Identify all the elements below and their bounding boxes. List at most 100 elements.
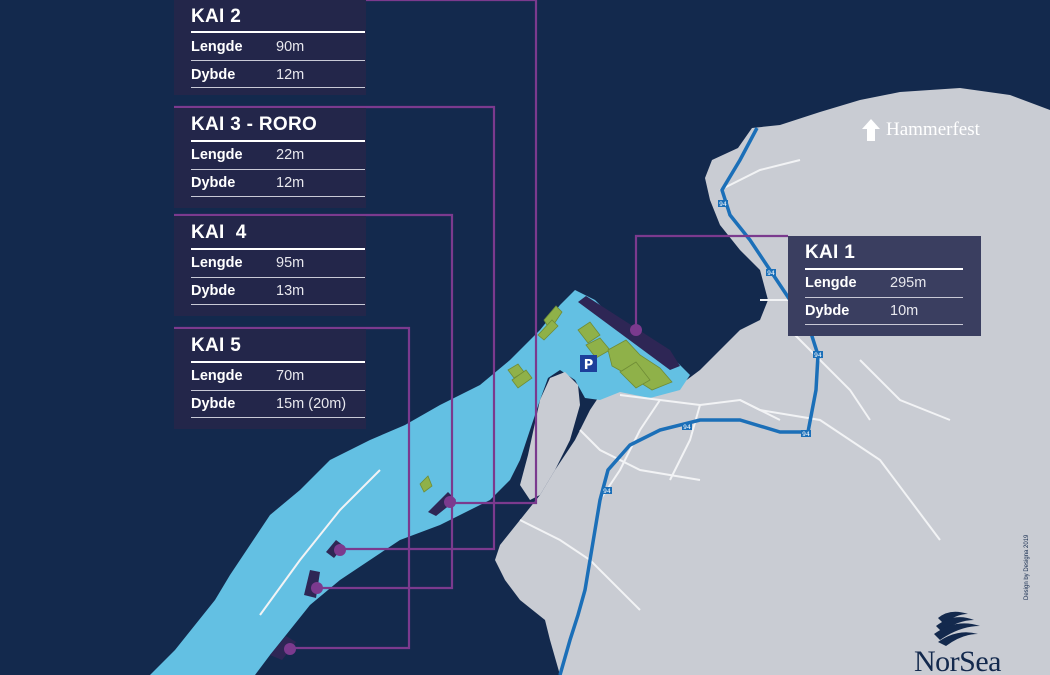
panel-divider <box>191 248 365 250</box>
berth-title: KAI 3 - RORO <box>191 114 318 135</box>
row-key: Lengde <box>191 368 243 384</box>
row-key: Lengde <box>191 255 243 271</box>
berth-row-depth: Dybde 12m <box>191 169 304 197</box>
berth-row-length: Lengde 95m <box>191 249 304 277</box>
harbour-water <box>150 290 690 675</box>
row-divider <box>805 324 963 325</box>
row-value: 90m <box>276 39 305 55</box>
row-key: Lengde <box>191 39 243 55</box>
berth-title: KAI 1 <box>805 242 856 263</box>
quay-kai1 <box>578 296 680 370</box>
berth-title: KAI 4 <box>191 222 247 243</box>
row-divider <box>191 304 365 305</box>
berth-panel-kai2: KAI 2 Lengde 90m Dybde 12m <box>174 0 366 95</box>
brand-name: NorSea <box>914 645 1001 675</box>
buildings <box>419 305 673 493</box>
berth-row-depth: Dybde 15m (20m) <box>191 390 346 418</box>
leader-line-kai1 <box>634 234 788 330</box>
quay-kai5 <box>270 636 296 660</box>
road-shield: 94 <box>813 351 823 359</box>
leader-dot-kai2 <box>444 496 456 508</box>
building <box>577 321 601 344</box>
berth-row-length: Lengde 295m <box>805 269 926 297</box>
row-key: Dybde <box>191 67 236 83</box>
building <box>607 339 673 391</box>
design-credit: Design by Designa 2019 <box>1024 534 1030 600</box>
berth-panel-kai5: KAI 5 Lengde 70m Dybde 15m (20m) <box>174 329 366 429</box>
berth-panel-kai3: KAI 3 - RORO Lengde 22m Dybde 12m <box>174 108 366 208</box>
berth-row-depth: Dybde 12m <box>191 61 304 89</box>
row-divider <box>191 87 365 88</box>
row-divider <box>191 60 365 61</box>
berth-panel-kai1: KAI 1 Lengde 295m Dybde 10m <box>788 236 981 336</box>
berth-title: KAI 5 <box>191 335 242 356</box>
leader-line-kai5 <box>174 326 411 650</box>
leader-dot-kai5 <box>284 643 296 655</box>
berth-title: KAI 2 <box>191 6 242 27</box>
road-shield-label: 94 <box>683 424 691 431</box>
land-area <box>495 88 1050 675</box>
row-value: 70m <box>276 368 305 384</box>
berth-row-depth: Dybde 10m <box>805 297 918 325</box>
arrow-up-icon <box>862 119 880 141</box>
row-divider <box>191 417 365 418</box>
road-shield-label: 94 <box>767 270 775 277</box>
row-divider <box>191 169 365 170</box>
panel-divider <box>191 361 365 363</box>
leader-dot-kai4 <box>311 582 323 594</box>
panel-divider <box>191 31 365 33</box>
leader-line-kai4 <box>174 213 454 590</box>
row-divider <box>805 297 963 298</box>
road-shield: 94 <box>801 430 811 438</box>
row-divider <box>191 277 365 278</box>
row-key: Dybde <box>191 283 236 299</box>
parking-label: P <box>584 358 594 373</box>
row-value: 22m <box>276 147 305 163</box>
row-value: 95m <box>276 255 305 271</box>
row-key: Lengde <box>805 275 857 291</box>
row-divider <box>191 196 365 197</box>
road-shield: 94 <box>766 269 776 277</box>
berth-panel-kai4: KAI 4 Lengde 95m Dybde 13m <box>174 216 366 316</box>
row-key: Dybde <box>191 396 236 412</box>
panel-divider <box>191 140 365 142</box>
row-value: 10m <box>890 303 919 319</box>
norsea-wave-logo-icon <box>934 611 980 646</box>
panel-divider <box>805 268 963 270</box>
berth-row-length: Lengde 22m <box>191 141 304 169</box>
leader-dot-kai1 <box>630 324 642 336</box>
row-value: 12m <box>276 67 305 83</box>
row-value: 13m <box>276 283 305 299</box>
building <box>419 475 433 493</box>
berth-row-length: Lengde 70m <box>191 362 304 390</box>
parking-icon <box>580 355 597 372</box>
town-name: Hammerfest <box>886 119 980 140</box>
row-value: 15m (20m) <box>276 396 347 412</box>
leader-line-kai3 <box>174 105 496 551</box>
building <box>511 369 533 389</box>
row-key: Dybde <box>805 303 850 319</box>
berth-row-length: Lengde 90m <box>191 33 304 61</box>
leader-lines <box>174 0 788 650</box>
road-shields: 94 94 94 94 94 94 <box>602 200 823 495</box>
row-value: 295m <box>890 275 927 291</box>
berth-row-depth: Dybde 13m <box>191 277 304 305</box>
town-direction-label: Hammerfest <box>862 119 980 141</box>
road-shield: 94 <box>682 423 692 431</box>
road-shield-label: 94 <box>814 352 822 359</box>
building <box>537 319 559 341</box>
road-shield-label: 94 <box>802 431 810 438</box>
road-shield-label: 94 <box>719 201 727 208</box>
row-key: Dybde <box>191 175 236 191</box>
road-shield: 94 <box>718 200 728 208</box>
building <box>619 361 651 389</box>
road-shield: 94 <box>602 487 612 495</box>
streets <box>259 159 951 616</box>
row-value: 12m <box>276 175 305 191</box>
row-divider <box>191 390 365 391</box>
row-key: Lengde <box>191 147 243 163</box>
road-shield-label: 94 <box>603 488 611 495</box>
leader-dot-kai3 <box>334 544 346 556</box>
